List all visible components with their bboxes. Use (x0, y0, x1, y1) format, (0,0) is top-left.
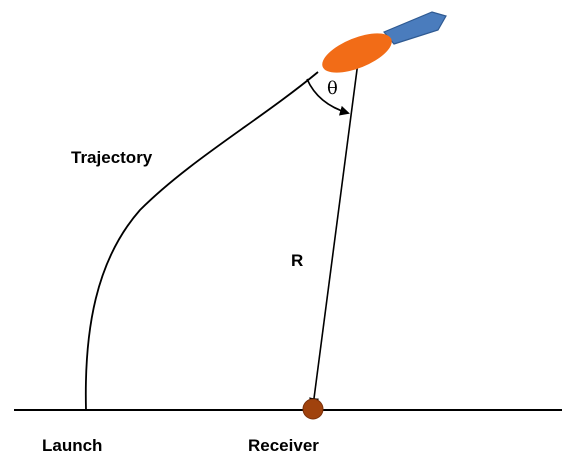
rocket-nose (383, 11, 447, 45)
launch-label: Launch (42, 436, 103, 455)
range-label: R (291, 251, 304, 270)
rocket-icon (322, 11, 447, 73)
range-line (309, 61, 359, 408)
trajectory-label: Trajectory (71, 148, 153, 167)
receiver-label: Receiver (248, 436, 319, 455)
trajectory-curve (84, 71, 319, 411)
angle-theta-label: θ (327, 78, 338, 99)
angle-arc (306, 78, 350, 116)
receiver-dot-icon (302, 398, 324, 420)
rocket-body (322, 33, 392, 73)
